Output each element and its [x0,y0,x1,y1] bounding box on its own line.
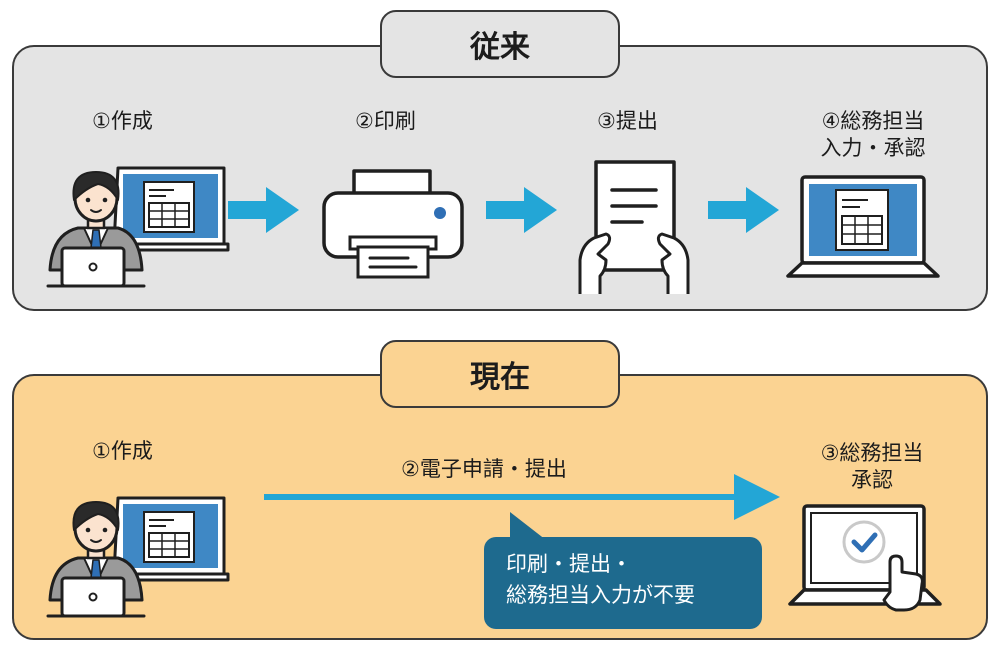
step-create-label: ①作成 [92,439,153,463]
flow-arrow-icon [228,187,299,233]
step-submit-label: ③提出 [597,109,658,133]
step-admin-input-label: ④総務担当 入力・承認 [805,108,941,162]
person-with-laptop-icon [46,496,230,618]
step-admin-input-line1: ④総務担当 [821,109,925,133]
long-flow-arrow-icon [264,474,780,520]
step-e-submit-label: ②電子申請・提出 [401,457,567,481]
printer-icon [322,169,464,279]
person-with-laptop-icon [46,166,230,288]
current-title: 現在 [380,340,620,408]
callout-line2: 総務担当入力が不要 [506,583,695,607]
step-print-label: ②印刷 [355,109,416,133]
step-admin-approve-line2: 承認 [851,468,893,492]
admin-laptop-icon [786,175,940,278]
callout-box: 印刷・提出・ 総務担当入力が不要 [484,537,762,629]
step-admin-approve-line1: ③総務担当 [820,441,924,465]
step-admin-input-line2: 入力・承認 [820,136,926,160]
callout-line1: 印刷・提出・ [506,552,632,576]
approval-laptop-icon [788,504,942,612]
callout-tail [510,512,546,540]
flow-arrow-icon [708,187,779,233]
document-in-hands-icon [578,160,690,294]
conventional-title: 従来 [380,10,620,78]
flow-arrow-icon [486,187,557,233]
step-admin-approve-label: ③総務担当 承認 [810,440,934,494]
step-create-label: ①作成 [92,109,153,133]
